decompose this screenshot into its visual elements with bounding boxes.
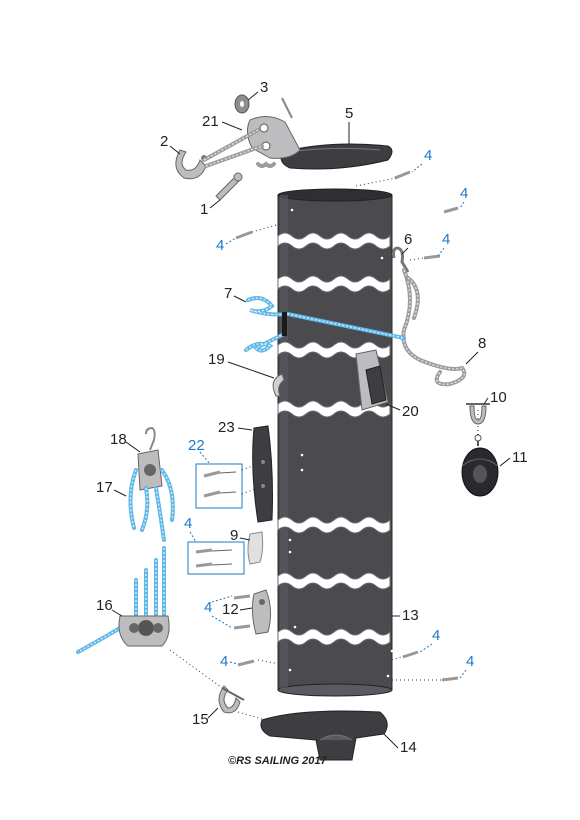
dotted-leaders [169, 177, 479, 723]
callout-1: 1 [200, 201, 208, 218]
washer [234, 94, 250, 114]
callout-2: 2 [160, 133, 168, 150]
mast-step [260, 710, 388, 761]
small-shackle [466, 403, 490, 425]
mast-tube [277, 188, 394, 697]
rivet-icon [235, 170, 459, 682]
callouts: 3 5 21 2 1 4 4 4 6 4 7 8 19 10 20 11 23 … [96, 79, 528, 756]
callout-7: 7 [224, 285, 232, 302]
callout-13: 13 [402, 607, 419, 624]
callout-4: 4 [424, 147, 432, 164]
callout-10: 10 [490, 389, 507, 406]
callout-12: 12 [222, 601, 239, 618]
split-pin [281, 97, 293, 119]
rivet-group-22 [195, 461, 263, 509]
halyard-hook [392, 246, 410, 273]
callout-14: 14 [400, 739, 417, 756]
callout-22: 22 [188, 437, 205, 454]
blue-rope [244, 296, 406, 353]
cam-fitting [233, 589, 272, 635]
bottom-shackle [218, 685, 245, 714]
grey-rope [401, 268, 467, 387]
callout-6: 6 [404, 231, 412, 248]
callout-4: 4 [442, 231, 450, 248]
callout-8: 8 [478, 335, 486, 352]
callout-18: 18 [110, 431, 127, 448]
callout-20: 20 [402, 403, 419, 420]
callout-9: 9 [230, 527, 238, 544]
callout-3: 3 [260, 79, 268, 96]
blue-rope-tails-upper [128, 468, 175, 542]
callout-4: 4 [220, 653, 228, 670]
callout-5: 5 [345, 105, 353, 122]
chain-links [202, 128, 264, 168]
callout-19: 19 [208, 351, 225, 368]
callout-11: 11 [512, 449, 528, 466]
pulley-block [461, 434, 499, 497]
upper-block-assembly [137, 426, 163, 491]
mast-top-cap [280, 143, 393, 170]
copyright-notice: ©RS SAILING 2017 [228, 755, 327, 767]
blue-rope-tails-lower [76, 546, 166, 654]
callout-15: 15 [192, 711, 209, 728]
callout-4: 4 [204, 599, 212, 616]
callout-4: 4 [460, 185, 468, 202]
lower-block-assembly [118, 615, 170, 647]
callout-4: 4 [216, 237, 224, 254]
shackle-2 [175, 149, 207, 180]
mast-track [252, 425, 273, 523]
rivet-group-4 [187, 541, 245, 575]
clevis-pin [215, 172, 243, 201]
callout-23: 23 [218, 419, 235, 436]
callout-4: 4 [432, 627, 440, 644]
callout-21: 21 [202, 113, 219, 130]
callout-4: 4 [184, 515, 192, 532]
callout-17: 17 [96, 479, 113, 496]
cleat-plate [355, 349, 389, 411]
small-cleat [247, 531, 264, 565]
fairlead [272, 373, 285, 397]
callout-4: 4 [466, 653, 474, 670]
callout-16: 16 [96, 597, 113, 614]
